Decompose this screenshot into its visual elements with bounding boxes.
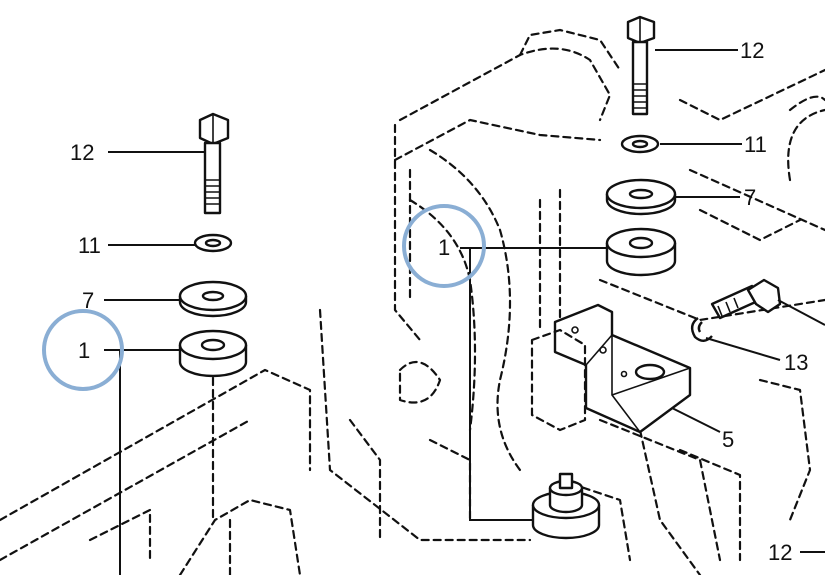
leader-bracket <box>671 407 721 433</box>
label-mount-left: 1 <box>78 338 90 363</box>
label-large-washer-left: 7 <box>82 288 94 313</box>
highlight-circle-left <box>42 309 124 391</box>
bolt-left <box>198 112 230 215</box>
label-mount-right: 1 <box>438 235 450 260</box>
label-bolt-left: 12 <box>70 140 94 165</box>
bracket-plate <box>530 328 587 432</box>
leaders-left <box>104 151 205 351</box>
rubber-mount-right <box>605 227 677 277</box>
bolt-right <box>626 15 656 116</box>
label-bracket: 5 <box>722 427 734 452</box>
leader-lock-washer <box>705 337 781 361</box>
label-bolt-right: 12 <box>740 38 764 63</box>
label-bolt-bottom: 12 <box>768 540 792 565</box>
label-lock-washer: 13 <box>784 350 808 375</box>
large-washer-right <box>605 178 677 216</box>
lower-mount <box>531 472 601 540</box>
engine-frame-outline <box>0 28 825 575</box>
large-washer-left <box>178 280 248 318</box>
highlight-circle-right <box>402 204 486 288</box>
lock-washer <box>690 317 713 342</box>
label-small-washer-right: 11 <box>744 132 767 157</box>
rubber-mount-left <box>178 329 248 378</box>
leaders-right <box>460 49 742 521</box>
small-washer-right <box>620 134 660 154</box>
side-bolt <box>710 278 782 320</box>
mounting-bracket <box>553 303 692 434</box>
label-large-washer-right: 7 <box>744 185 756 210</box>
leader-side-bolt <box>777 299 825 326</box>
label-small-washer-left: 11 <box>78 233 101 258</box>
small-washer-left <box>193 233 233 253</box>
